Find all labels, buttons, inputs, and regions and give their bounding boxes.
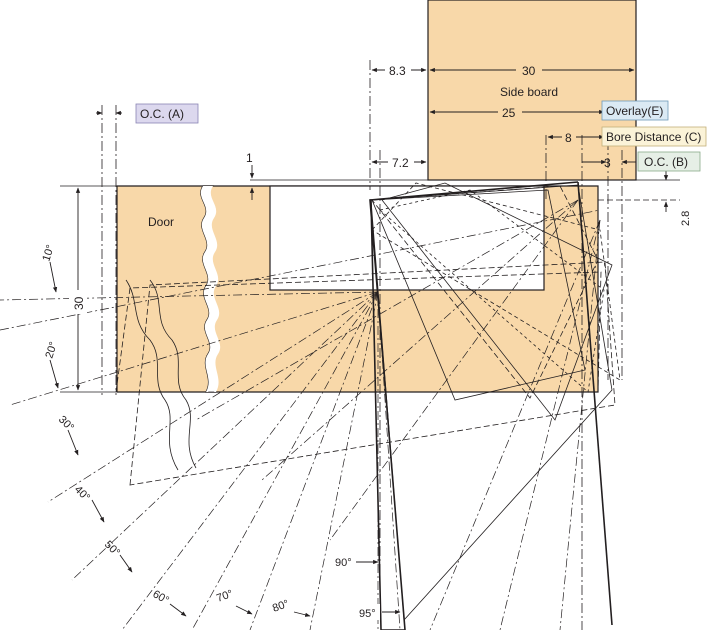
hinge-cutout [269,185,545,291]
oc-a-label: O.C. (A) [140,107,184,121]
angle-80: 80° [271,598,291,615]
angle-90: 90° [335,557,352,569]
reference-lines [101,60,623,630]
angle-40: 40° [72,484,92,504]
dim-25: 25 [502,106,516,120]
dimension-lines [75,67,669,391]
dim-2-8: 2.8 [680,211,692,226]
door-break-gap [200,186,221,392]
door-open-edge-top [369,181,579,201]
oc-a-box [135,103,199,124]
overlay-label: Overlay(E) [606,104,663,118]
dim-7-2: 7.2 [392,156,409,170]
horizontal-reference [60,179,680,393]
dim-30-side: 30 [72,296,86,310]
overlay-box [601,100,669,121]
door-open-edge-right [577,181,613,626]
side-board-label: Side board [500,85,558,99]
angle-20: 20° [43,340,60,360]
angle-lines [0,199,601,630]
angle-50: 50° [102,539,122,559]
bore-distance-label: Bore Distance (C) [606,130,701,144]
dim-3: 3 [604,156,611,170]
angle-95: 95° [359,608,376,620]
dim-30-top: 30 [522,64,536,78]
dim-8: 8 [565,131,572,145]
oc-b-label: O.C. (B) [644,155,688,169]
angle-30: 30° [56,414,76,434]
door-label: Door [148,215,174,229]
bore-distance-box [601,126,707,147]
dim-8-3: 8.3 [389,64,406,78]
angle-ticks [49,261,401,617]
angle-60: 60° [151,588,171,607]
dim-1: 1 [246,151,253,165]
oc-b-box [637,151,701,172]
angle-70: 70° [215,588,235,605]
angle-10: 10° [40,243,57,263]
side-board [427,0,637,181]
